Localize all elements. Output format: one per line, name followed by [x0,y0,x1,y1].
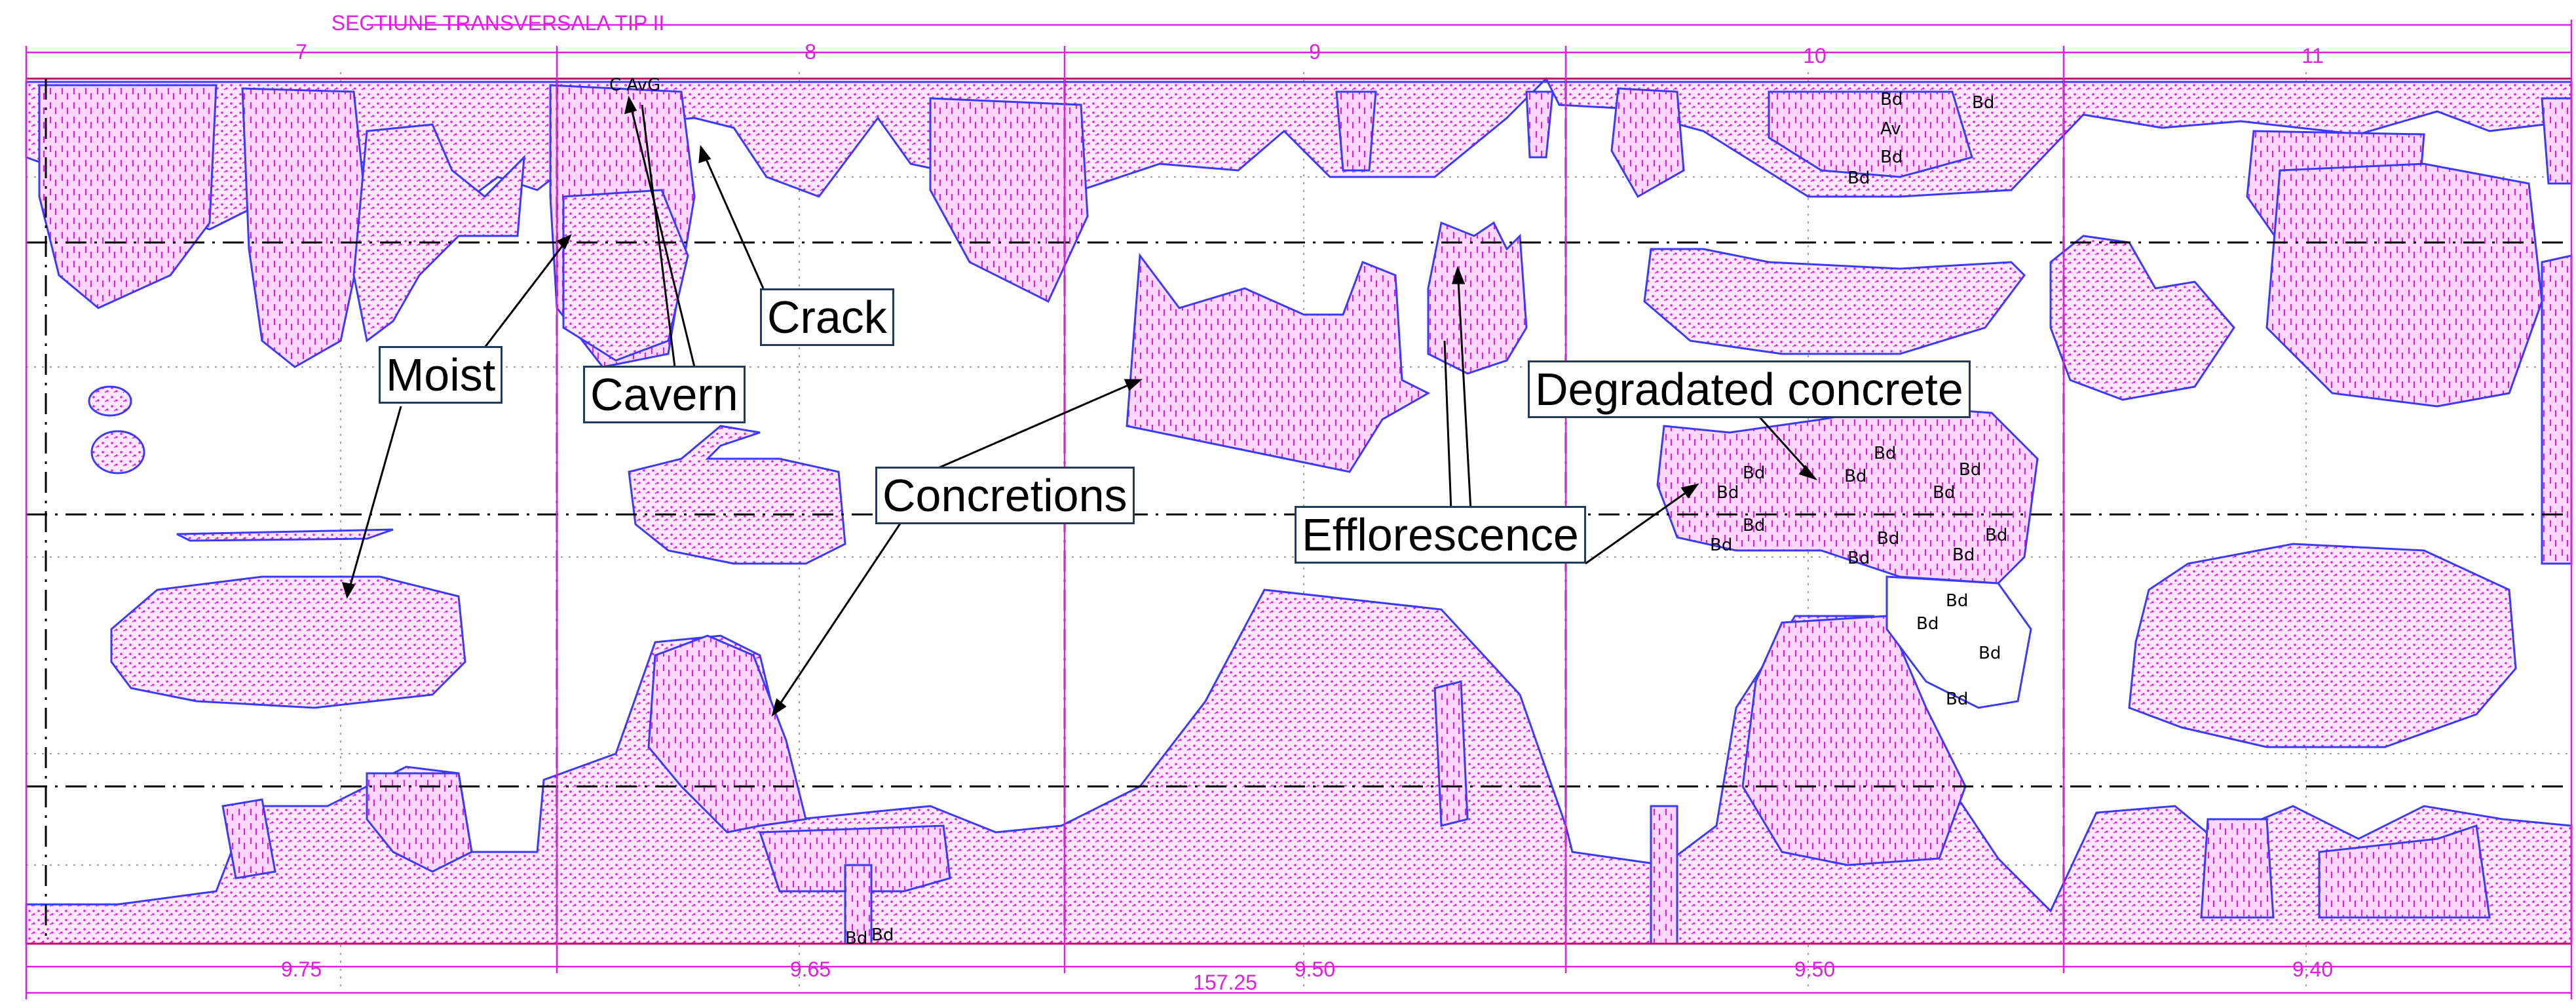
label-degradated-concrete: Degradated concrete [1528,360,1971,418]
leader-arrows [341,95,1818,717]
mark-bd: Bd [1985,526,2007,545]
length-value: 9.75 [281,957,322,981]
mark-bd: Bd [1946,689,1968,709]
hatch-top-j [2541,97,2573,185]
mark-bd: Bd [1743,516,1765,535]
region-moist-blob [110,575,466,709]
mark-bd: Bd [1716,483,1739,503]
section-number: 8 [805,40,816,64]
region-blob-cavern [628,425,846,565]
bd-marks: C AvG Bd Av Bd Bd Bd Bd Bd Bd Bd Bd Bd B… [609,75,2007,948]
region-right-top [1643,248,2026,355]
hatch-bottom-concretions [647,634,807,834]
mark-bd: Bd [1979,644,2001,663]
length-value: 9.40 [2292,957,2333,981]
mark-bd: Bd [845,929,867,948]
label-concretions: Concretions [875,467,1135,524]
region-efflorescence-top [1427,221,1528,375]
mark-bd: Bd [1874,444,1896,463]
section-number: 11 [2301,44,2323,68]
small-blob-a [88,385,132,417]
label-moist: Moist [379,346,503,404]
mark-bd: Bd [1877,529,1899,549]
hatch-top-i [1525,90,1554,159]
hatch-bottom-column-a [1433,680,1469,827]
mark-bd: Bd [1946,591,1968,611]
thin-streak [176,528,394,542]
region-edge-right [2541,254,2573,565]
mark-av: Av [1880,119,1901,139]
hatch-bottom-right-a [1741,615,1967,866]
section-number: 7 [295,40,307,64]
label-cavern: Cavern [583,366,746,423]
hatch-top-f [1768,90,1973,178]
region-crack-column [562,189,689,362]
mark-cavg: C AvG [609,75,660,95]
length-value: 9.65 [790,957,831,981]
hatch-top-e [1610,87,1685,199]
length-value: 9.50 [1295,957,1335,981]
hatch-bottom-left-b [221,798,276,879]
region-bd-blob [1885,575,2032,709]
drawing-title: SECTIUNE TRANSVERSALA TIP II [331,11,665,35]
mark-bd: Bd [1952,545,1975,565]
total-length: 157.25 [1193,971,1257,994]
hatch-top-h [1335,90,1377,172]
section-number: 10 [1803,44,1827,68]
length-value: 9.50 [1794,957,1835,981]
hatch-bottom-column-c [1650,805,1678,945]
mark-bd: Bd [1710,535,1732,555]
mark-bd: Bd [1743,463,1765,483]
mark-bd: Bd [1880,147,1903,167]
hatch-bottom-box [758,824,951,893]
mark-bd: Bd [1959,460,1981,480]
section-number: 9 [1309,40,1321,64]
small-blob-b [90,430,145,474]
region-left-mid [352,123,525,343]
hatch-bottom-right-c [2318,824,2491,919]
region-right-mid-blob [2128,543,2517,748]
label-crack: Crack [760,288,894,346]
mark-bd: Bd [1972,93,1994,113]
hatch-top-b [241,87,368,368]
region-concretions-top [1126,252,1431,473]
hatch-bottom-right-b [2200,818,2275,919]
region-hatch-right [2265,163,2543,408]
mark-bd: Bd [871,925,894,945]
dimension-lines [25,20,2573,999]
hatch-top-a [38,84,218,309]
mark-bd: Bd [1880,90,1903,109]
mark-bd: Bd [1847,549,1870,568]
region-far-right-top [2049,235,2235,401]
mark-bd: Bd [1916,614,1939,634]
mark-bd: Bd [1847,168,1870,188]
label-efflorescence: Efflorescence [1295,506,1586,564]
mark-bd: Bd [1933,483,1955,503]
mark-bd: Bd [1844,467,1866,486]
hatch-top-d [929,97,1089,303]
hatch-bottom-left [366,772,473,873]
